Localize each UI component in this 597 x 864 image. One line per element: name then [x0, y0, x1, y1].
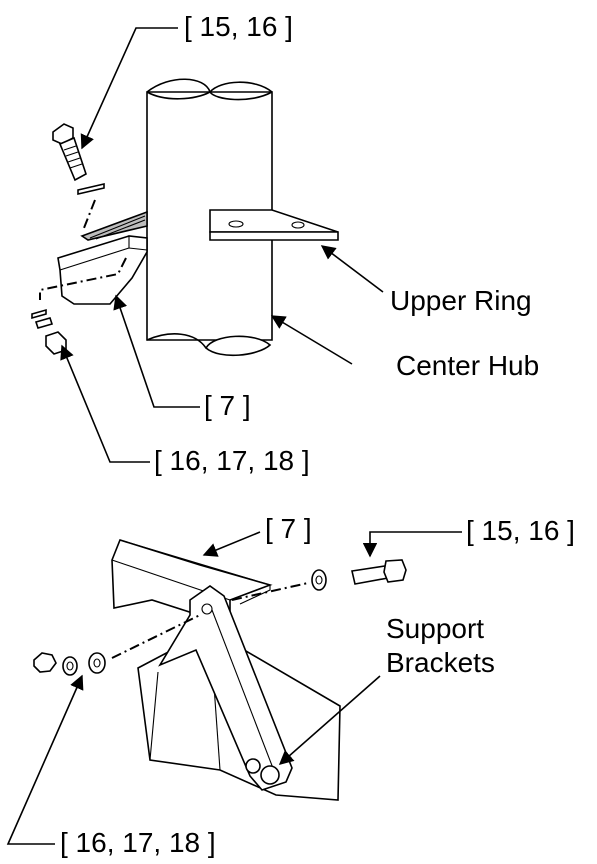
upper-bracket-callout: [ 7 ] [204, 390, 251, 421]
upper-bracket [57, 235, 148, 305]
upper-ring-leader [320, 245, 384, 293]
upper-bracket-leader [113, 294, 200, 408]
lower-right-hardware [311, 559, 407, 591]
lower-bolt-axis [111, 582, 309, 659]
upper-view: [ 15, 16 ] Upper Ring Center Hub [ 7 ] [… [31, 11, 539, 476]
center-hub-label: Center Hub [396, 350, 539, 381]
lower-left-hardware [33, 652, 106, 676]
lower-view: [ 7 ] [ 15, 16 ] Support Brackets [ 16, … [6, 513, 575, 858]
support-bracket-strap [158, 585, 293, 791]
upper-bolt [52, 123, 87, 182]
upper-nut-stack [31, 308, 67, 355]
upper-washer [77, 182, 105, 196]
support-brackets-leader [278, 675, 381, 765]
upper-nut-leader [60, 344, 150, 463]
lower-nut-callout: [ 16, 17, 18 ] [60, 827, 216, 858]
upper-ring-plate [209, 209, 339, 241]
upper-ring-label: Upper Ring [390, 285, 532, 316]
upper-nut-callout: [ 16, 17, 18 ] [154, 445, 310, 476]
support-label-line2: Brackets [386, 647, 495, 678]
lower-bracket-callout: [ 7 ] [265, 513, 312, 544]
upper-bolt-callout: [ 15, 16 ] [184, 11, 293, 42]
lower-nut-leader [6, 674, 84, 845]
upper-bolt-axis [39, 199, 127, 300]
upper-bolt-leader [80, 27, 178, 150]
lower-bottom-nut [245, 758, 280, 785]
left-ring-plate [80, 210, 148, 241]
lower-bolt-callout: [ 15, 16 ] [466, 515, 575, 546]
center-hub-leader [270, 315, 353, 365]
lower-bolt-leader [362, 531, 462, 558]
lower-bracket-leader [202, 531, 261, 557]
support-label-line1: Support [386, 613, 484, 644]
